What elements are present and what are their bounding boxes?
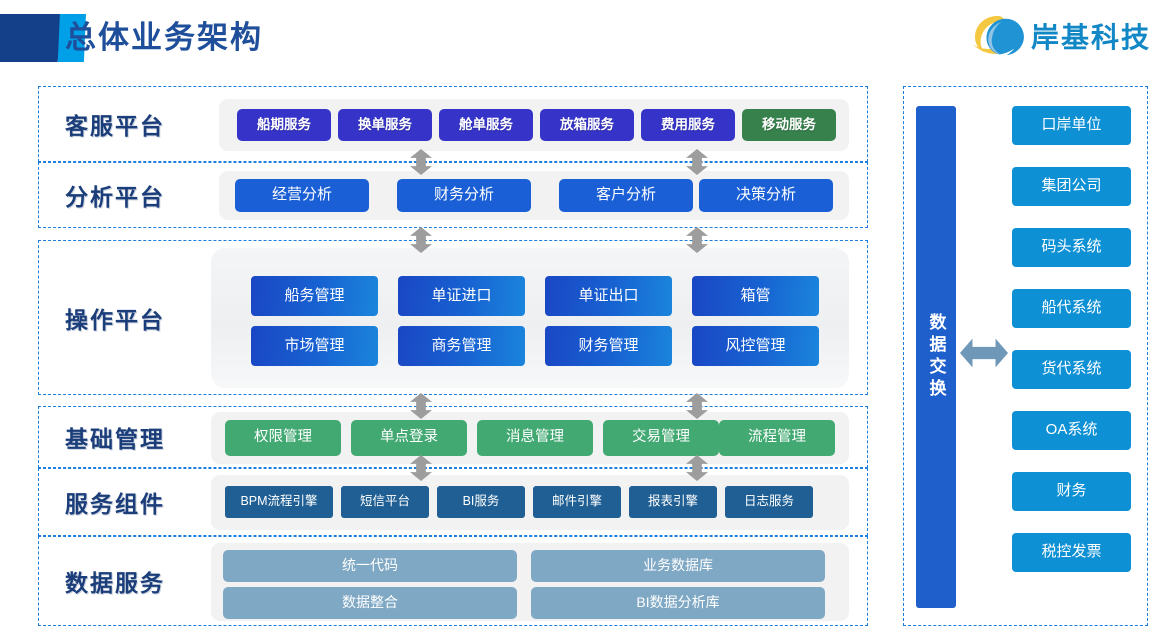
chip-舱单服务[interactable]: 舱单服务	[439, 109, 533, 141]
layer-customer-service-platform: 客服平台 船期服务 换单服务 舱单服务 放箱服务 费用服务 移动服务	[38, 86, 868, 162]
chip-风控管理[interactable]: 风控管理	[692, 326, 819, 366]
layer-operation-platform: 操作平台 船务管理 单证进口 单证出口 箱管 市场管理 商务管理 财务管理 风控…	[38, 240, 868, 395]
chip-统一代码[interactable]: 统一代码	[223, 550, 517, 582]
page-header: 总体业务架构 岸基科技	[0, 0, 1157, 72]
header-accent-block-light	[57, 14, 86, 62]
vertical-double-arrow-icon	[686, 393, 708, 419]
vertical-double-arrow-icon	[410, 455, 432, 481]
data-exchange-bar[interactable]: 数据交换	[916, 106, 956, 608]
chip-费用服务[interactable]: 费用服务	[641, 109, 735, 141]
system-box-口岸单位[interactable]: 口岸单位	[1012, 106, 1131, 145]
chip-换单服务[interactable]: 换单服务	[338, 109, 432, 141]
layer-basic-management: 基础管理 权限管理 单点登录 消息管理 交易管理 流程管理	[38, 406, 868, 468]
chip-tray: 船期服务 换单服务 舱单服务 放箱服务 费用服务 移动服务	[219, 99, 849, 151]
chip-船务管理[interactable]: 船务管理	[251, 276, 378, 316]
vertical-double-arrow-icon	[410, 227, 432, 253]
chip-流程管理[interactable]: 流程管理	[719, 420, 835, 456]
chip-交易管理[interactable]: 交易管理	[603, 420, 719, 456]
layer-label-basic-management: 基础管理	[65, 426, 165, 452]
chip-BI服务[interactable]: BI服务	[437, 486, 525, 518]
chip-市场管理[interactable]: 市场管理	[251, 326, 378, 366]
chip-业务数据库[interactable]: 业务数据库	[531, 550, 825, 582]
chip-箱管[interactable]: 箱管	[692, 276, 819, 316]
layer-label-data-services: 数据服务	[65, 570, 165, 596]
layer-label-analysis-platform: 分析平台	[65, 184, 165, 210]
system-box-税控发票[interactable]: 税控发票	[1012, 533, 1131, 572]
chip-经营分析[interactable]: 经营分析	[235, 179, 369, 212]
vertical-double-arrow-icon	[410, 393, 432, 419]
chip-商务管理[interactable]: 商务管理	[398, 326, 525, 366]
header-accent-block-dark	[0, 14, 62, 62]
chip-单证出口[interactable]: 单证出口	[545, 276, 672, 316]
chip-BI数据分析库[interactable]: BI数据分析库	[531, 587, 825, 619]
logo-text: 岸基科技	[1030, 22, 1151, 53]
chip-财务分析[interactable]: 财务分析	[397, 179, 531, 212]
layer-data-services: 数据服务 统一代码 业务数据库 数据整合 BI数据分析库	[38, 536, 868, 626]
system-box-财务[interactable]: 财务	[1012, 472, 1131, 511]
chip-邮件引擎[interactable]: 邮件引擎	[533, 486, 621, 518]
page-title: 总体业务架构	[65, 20, 263, 55]
chip-消息管理[interactable]: 消息管理	[477, 420, 593, 456]
vertical-double-arrow-icon	[410, 149, 432, 175]
vertical-double-arrow-icon	[686, 455, 708, 481]
chip-tray: BPM流程引擎 短信平台 BI服务 邮件引擎 报表引擎 日志服务	[211, 475, 849, 530]
chip-移动服务[interactable]: 移动服务	[742, 109, 836, 141]
vertical-double-arrow-icon	[686, 149, 708, 175]
vertical-double-arrow-icon	[686, 227, 708, 253]
chip-BPM流程引擎[interactable]: BPM流程引擎	[225, 486, 333, 518]
system-box-OA系统[interactable]: OA系统	[1012, 411, 1131, 450]
chip-放箱服务[interactable]: 放箱服务	[540, 109, 634, 141]
system-box-货代系统[interactable]: 货代系统	[1012, 350, 1131, 389]
chip-tray: 权限管理 单点登录 消息管理 交易管理 流程管理	[211, 412, 849, 464]
layer-label-operation-platform: 操作平台	[65, 306, 165, 333]
chip-决策分析[interactable]: 决策分析	[699, 179, 833, 212]
bidirectional-arrow-icon	[960, 338, 1008, 368]
data-exchange-label: 数据交换	[926, 313, 946, 401]
chip-报表引擎[interactable]: 报表引擎	[629, 486, 717, 518]
external-systems-panel: 数据交换 口岸单位 集团公司 码头系统 船代系统 货代系统 OA系统 财务 税控…	[903, 86, 1148, 626]
chip-短信平台[interactable]: 短信平台	[341, 486, 429, 518]
chip-单证进口[interactable]: 单证进口	[398, 276, 525, 316]
chip-单点登录[interactable]: 单点登录	[351, 420, 467, 456]
swirl-wave-logo-icon	[971, 15, 1024, 60]
company-logo: 岸基科技	[969, 10, 1151, 62]
chip-船期服务[interactable]: 船期服务	[237, 109, 331, 141]
diagram-canvas: 客服平台 船期服务 换单服务 舱单服务 放箱服务 费用服务 移动服务 分析平台 …	[38, 86, 1148, 626]
system-box-船代系统[interactable]: 船代系统	[1012, 289, 1131, 328]
chip-财务管理[interactable]: 财务管理	[545, 326, 672, 366]
chip-tray: 经营分析 财务分析 客户分析 决策分析	[219, 171, 849, 220]
chip-tray: 船务管理 单证进口 单证出口 箱管 市场管理 商务管理 财务管理 风控管理	[211, 248, 849, 388]
chip-tray: 统一代码 业务数据库 数据整合 BI数据分析库	[211, 543, 849, 621]
system-box-集团公司[interactable]: 集团公司	[1012, 167, 1131, 206]
layer-label-service-components: 服务组件	[65, 491, 165, 517]
system-box-码头系统[interactable]: 码头系统	[1012, 228, 1131, 267]
layer-analysis-platform: 分析平台 经营分析 财务分析 客户分析 决策分析	[38, 162, 868, 228]
chip-数据整合[interactable]: 数据整合	[223, 587, 517, 619]
chip-日志服务[interactable]: 日志服务	[725, 486, 813, 518]
layer-service-components: 服务组件 BPM流程引擎 短信平台 BI服务 邮件引擎 报表引擎 日志服务	[38, 468, 868, 536]
chip-客户分析[interactable]: 客户分析	[559, 179, 693, 212]
layer-label-customer-service-platform: 客服平台	[65, 113, 165, 139]
chip-权限管理[interactable]: 权限管理	[225, 420, 341, 456]
